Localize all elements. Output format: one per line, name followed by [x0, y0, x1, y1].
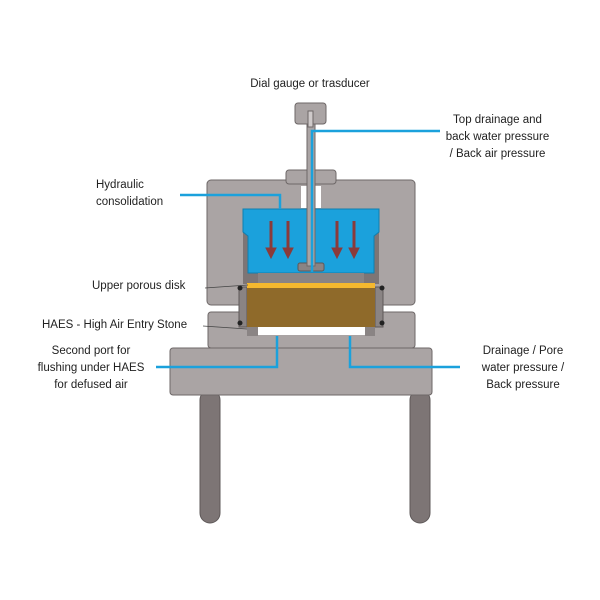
label-line: flushing under HAES: [37, 362, 145, 374]
arrow-icon: [348, 221, 360, 260]
high-air-entry-stone: [258, 327, 365, 335]
label-line: Hydraulic: [96, 179, 144, 191]
label-line: water pressure /: [481, 362, 565, 374]
flushing-port-line: [156, 336, 279, 369]
label-line: / Back air pressure: [449, 148, 546, 160]
arrow-icon: [282, 221, 294, 260]
haes-support-left: [247, 327, 258, 336]
haes-leader: [202, 325, 248, 330]
drainage-line: [348, 336, 460, 369]
arrow-icon: [265, 221, 277, 260]
label-line: for defused air: [54, 379, 128, 391]
soil-sample: [247, 288, 375, 327]
label-line: Top drainage and: [453, 114, 542, 126]
label-line: back water pressure: [445, 131, 550, 143]
label-line: consolidation: [96, 196, 164, 208]
top-drainage-line: [310, 129, 440, 272]
label-line: Back pressure: [486, 379, 560, 391]
loading-cap: [258, 273, 364, 283]
label-line: Drainage / Pore: [482, 345, 564, 357]
base-plate: [169, 347, 433, 396]
upper-porous-disk-label: Upper porous disk: [92, 280, 186, 292]
haes-support-right: [365, 327, 375, 336]
hydraulic-line: [180, 193, 282, 209]
upper-porous-disk: [247, 283, 375, 288]
second-port-label: Second port for flushing under HAES for …: [30, 343, 152, 394]
right-leg: [409, 389, 431, 524]
haes-label: HAES - High Air Entry Stone: [42, 319, 188, 331]
porous-disk-leader: [204, 284, 249, 289]
hydraulic-label: Hydraulic consolidation: [96, 177, 163, 211]
dial-gauge-label: Dial gauge or trasducer: [250, 78, 370, 90]
left-leg: [199, 389, 221, 524]
label-line: Second port for: [51, 345, 131, 357]
load-arrows: [265, 221, 360, 260]
drainage-label: Drainage / Pore water pressure / Back pr…: [468, 343, 578, 394]
arrow-icon: [331, 221, 343, 260]
gauge-stem: [307, 110, 314, 128]
top-drainage-label: Top drainage and back water pressure / B…: [440, 112, 555, 163]
